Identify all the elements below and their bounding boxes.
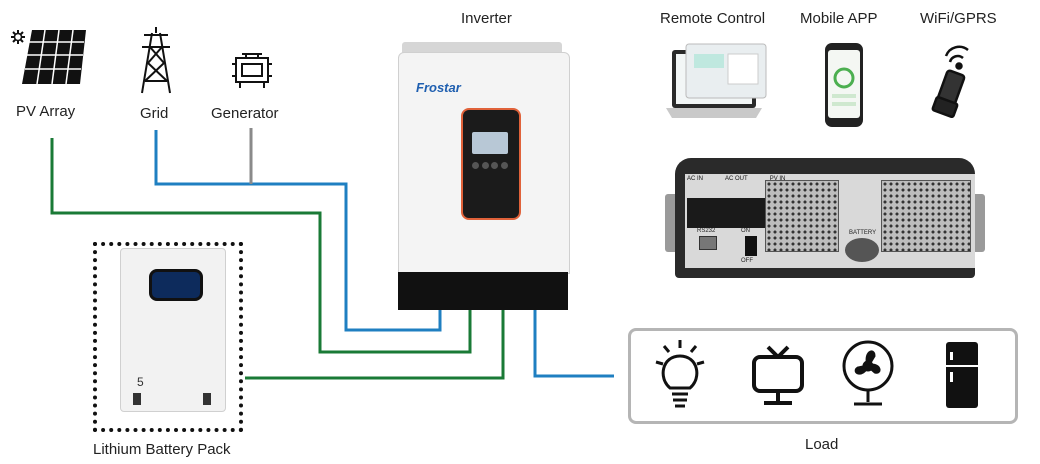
generator-icon [230, 50, 274, 90]
inverter-unit: Frostar [388, 42, 578, 310]
fridge-icon [944, 340, 980, 410]
fan-grille [881, 180, 971, 252]
fan-icon [840, 340, 896, 410]
inverter-lcd [472, 132, 508, 154]
rs232-label: RS232 [697, 228, 716, 234]
grid-line [154, 130, 442, 332]
battery-terminal [845, 238, 879, 262]
lightbulb-icon [652, 338, 708, 414]
pv-line [50, 138, 472, 354]
battery-model-label: 5 [137, 375, 144, 389]
ac-in-label: AC IN [687, 176, 704, 182]
power-tower-icon [136, 25, 176, 95]
laptop-icon [664, 42, 774, 122]
battery-line [245, 310, 505, 380]
inverter-button[interactable] [472, 162, 479, 169]
battery-label: Lithium Battery Pack [93, 441, 231, 458]
solar-panel-icon [8, 22, 88, 92]
battery-terminal-label: BATTERY [849, 230, 877, 236]
battery-display [149, 269, 203, 301]
fan-grille [765, 180, 839, 252]
switch-on-label: ON [741, 228, 750, 234]
wifi-gprs-label: WiFi/GPRS [920, 10, 997, 27]
inverter-display-panel [461, 108, 521, 220]
inverter-button[interactable] [500, 162, 508, 169]
generator-label: Generator [211, 105, 279, 122]
load-line [533, 310, 614, 378]
wifi-dongle-icon [928, 42, 978, 122]
pv-array-label: PV Array [16, 103, 76, 120]
inverter-label: Inverter [461, 10, 512, 27]
load-box [628, 328, 1018, 424]
grid-label: Grid [140, 105, 169, 122]
battery-frame [93, 242, 243, 432]
switch-off-label: OFF [741, 258, 753, 264]
battery-unit: 5 [120, 248, 226, 412]
inverter-button[interactable] [481, 162, 489, 169]
mobile-app-label: Mobile APP [800, 10, 878, 27]
pv-in-label: PV IN [769, 176, 786, 182]
inverter-button[interactable] [491, 162, 499, 169]
inverter-back-panel: AC IN AC OUT PV IN RS232 ON OFF BATTERY [665, 158, 985, 278]
inverter-brand: Frostar [416, 80, 461, 95]
phone-icon [824, 42, 864, 128]
rs232-port [699, 236, 717, 250]
tv-icon [750, 345, 806, 407]
terminal-block [687, 198, 777, 228]
load-label: Load [805, 436, 839, 453]
remote-control-label: Remote Control [660, 10, 766, 27]
ac-out-label: AC OUT [725, 176, 748, 182]
power-switch [745, 236, 757, 256]
